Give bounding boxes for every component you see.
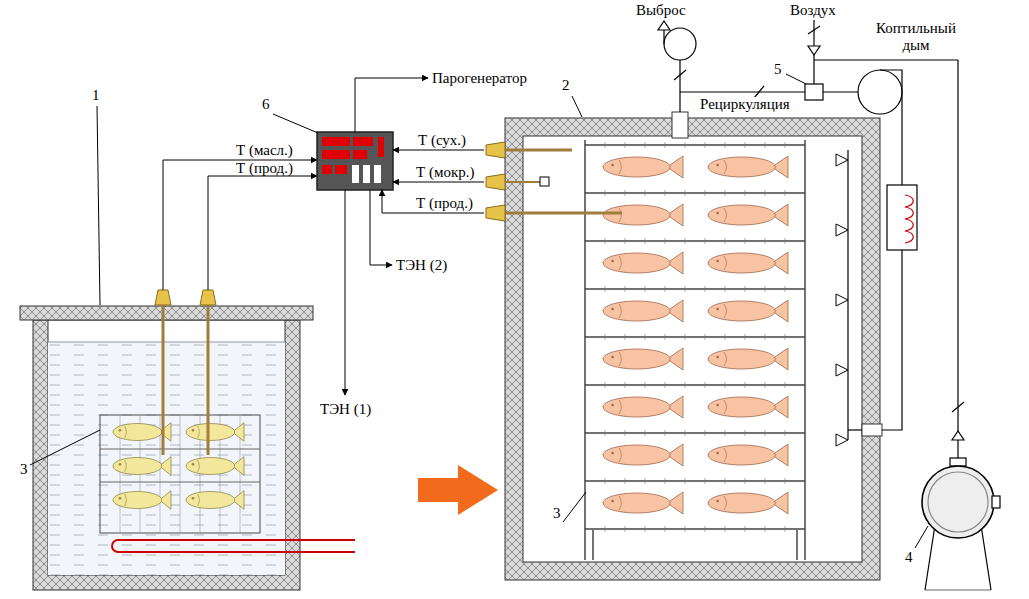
fish [603, 204, 683, 226]
callout-number: 4 [905, 550, 913, 565]
flow-label: Воздух [790, 3, 836, 18]
controller [317, 132, 393, 190]
smoke-chamber [486, 112, 882, 580]
nozzle [836, 294, 848, 306]
fish [603, 444, 683, 466]
callout-number: 3 [553, 506, 561, 521]
callout-number: 5 [774, 62, 782, 77]
smoke-generator [922, 60, 1000, 590]
transfer-arrow [418, 465, 498, 515]
circulation-fan [858, 70, 917, 430]
fish [708, 444, 788, 466]
fish [603, 252, 683, 274]
callout-number: 2 [562, 78, 570, 93]
callout-number: 6 [262, 97, 270, 112]
signal-label: Т (прод.) [416, 196, 473, 211]
nozzle [836, 154, 848, 166]
fish [708, 492, 788, 514]
flow-label: Выброс [636, 3, 686, 18]
nozzle [836, 434, 848, 446]
signal-label: Т (мокр.) [416, 165, 474, 180]
exhaust-fan [658, 21, 805, 112]
signal-label: Парогенератор [432, 71, 527, 86]
fish [603, 492, 683, 514]
signal-label: ТЭН (1) [320, 402, 371, 417]
nozzle [836, 364, 848, 376]
fish [186, 457, 244, 476]
fish [708, 156, 788, 178]
signal-label: ТЭН (2) [396, 258, 447, 273]
oil-bath [20, 290, 355, 590]
fish-basket [100, 415, 260, 533]
leader-lines [30, 74, 928, 548]
callout-number: 3 [20, 462, 28, 477]
fish [113, 457, 171, 476]
fish [603, 156, 683, 178]
fish [708, 300, 788, 322]
fish [603, 396, 683, 418]
fish [603, 300, 683, 322]
fish [708, 204, 788, 226]
nozzle [836, 224, 848, 236]
fish-rack [585, 140, 805, 560]
fish [603, 348, 683, 370]
fish [186, 491, 244, 510]
flow-label: Рециркуляция [698, 97, 792, 112]
fish [708, 252, 788, 274]
fish [186, 423, 244, 442]
signal-label: Т (прод.) [236, 161, 293, 176]
flow-label: Коптильный дым [866, 20, 966, 53]
fish [708, 396, 788, 418]
signal-label: Т (сух.) [418, 133, 466, 148]
heater-tube [112, 540, 355, 552]
fish [708, 348, 788, 370]
fish [113, 491, 171, 510]
signal-label: Т (масл.) [236, 143, 293, 158]
callout-number: 1 [92, 88, 100, 103]
